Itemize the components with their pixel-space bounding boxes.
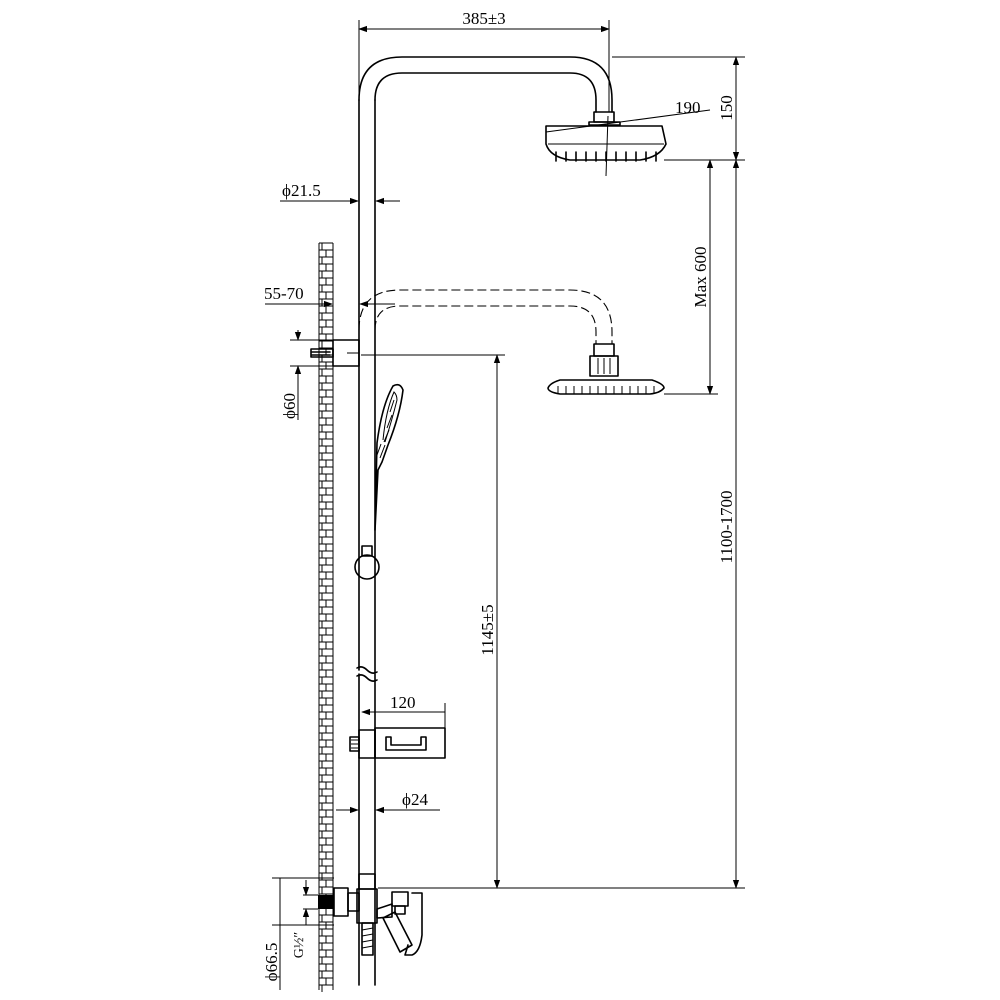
dim-head-height: 150 bbox=[612, 56, 745, 161]
riser-pipe bbox=[356, 99, 378, 986]
upper-shower-arm bbox=[358, 56, 613, 113]
lower-shower-head bbox=[547, 343, 665, 395]
lower-shower-arm-alternative bbox=[358, 289, 613, 344]
dim-head-diameter: 190 bbox=[545, 98, 711, 177]
dim-outlet-height: 1145±5 bbox=[361, 354, 505, 889]
upper-shower-head bbox=[545, 111, 667, 162]
dim-label-arm-reach: 385±3 bbox=[462, 9, 505, 28]
dim-label-pipe-diameter: ϕ21.5 bbox=[282, 181, 321, 200]
soap-shelf bbox=[349, 727, 446, 759]
dim-label-outlet-height: 1145±5 bbox=[478, 604, 497, 655]
dim-label-wall-gap: 55-70 bbox=[264, 284, 304, 303]
mixer-valve bbox=[318, 873, 423, 956]
lower-head-nozzles bbox=[557, 386, 655, 394]
dim-label-shelf-width: 120 bbox=[390, 693, 416, 712]
dim-bracket-diameter: ϕ60 bbox=[280, 330, 333, 420]
dim-shelf-width: 120 bbox=[361, 693, 446, 728]
wall-bracket bbox=[310, 339, 360, 367]
wall bbox=[318, 242, 334, 992]
upper-head-nozzles bbox=[555, 151, 657, 162]
dim-total-height: 1100-1700 bbox=[378, 159, 745, 889]
wall-brick-hatch bbox=[319, 242, 333, 992]
dim-label-bracket-diameter: ϕ60 bbox=[280, 393, 299, 419]
dim-label-lower-pipe-diameter: ϕ24 bbox=[402, 790, 428, 809]
dim-wall-gap: 55-70 bbox=[264, 284, 395, 308]
dim-label-head-height: 150 bbox=[717, 95, 736, 121]
dim-label-head-diameter: 190 bbox=[675, 98, 701, 117]
dim-label-adjustment: Max 600 bbox=[691, 247, 710, 308]
hand-shower bbox=[354, 383, 404, 580]
dim-adjustment: Max 600 bbox=[664, 159, 718, 395]
dim-label-total-height: 1100-1700 bbox=[717, 490, 736, 563]
dim-lower-pipe-diameter: ϕ24 bbox=[336, 790, 440, 814]
dim-arm-reach: 385±3 bbox=[358, 9, 610, 112]
dim-escutcheon: ϕ66.5 G½″ bbox=[262, 877, 334, 990]
dim-pipe-diameter: ϕ21.5 bbox=[280, 181, 400, 205]
dim-label-thread: G½″ bbox=[292, 932, 307, 959]
dim-label-escutcheon: ϕ66.5 bbox=[262, 943, 281, 982]
